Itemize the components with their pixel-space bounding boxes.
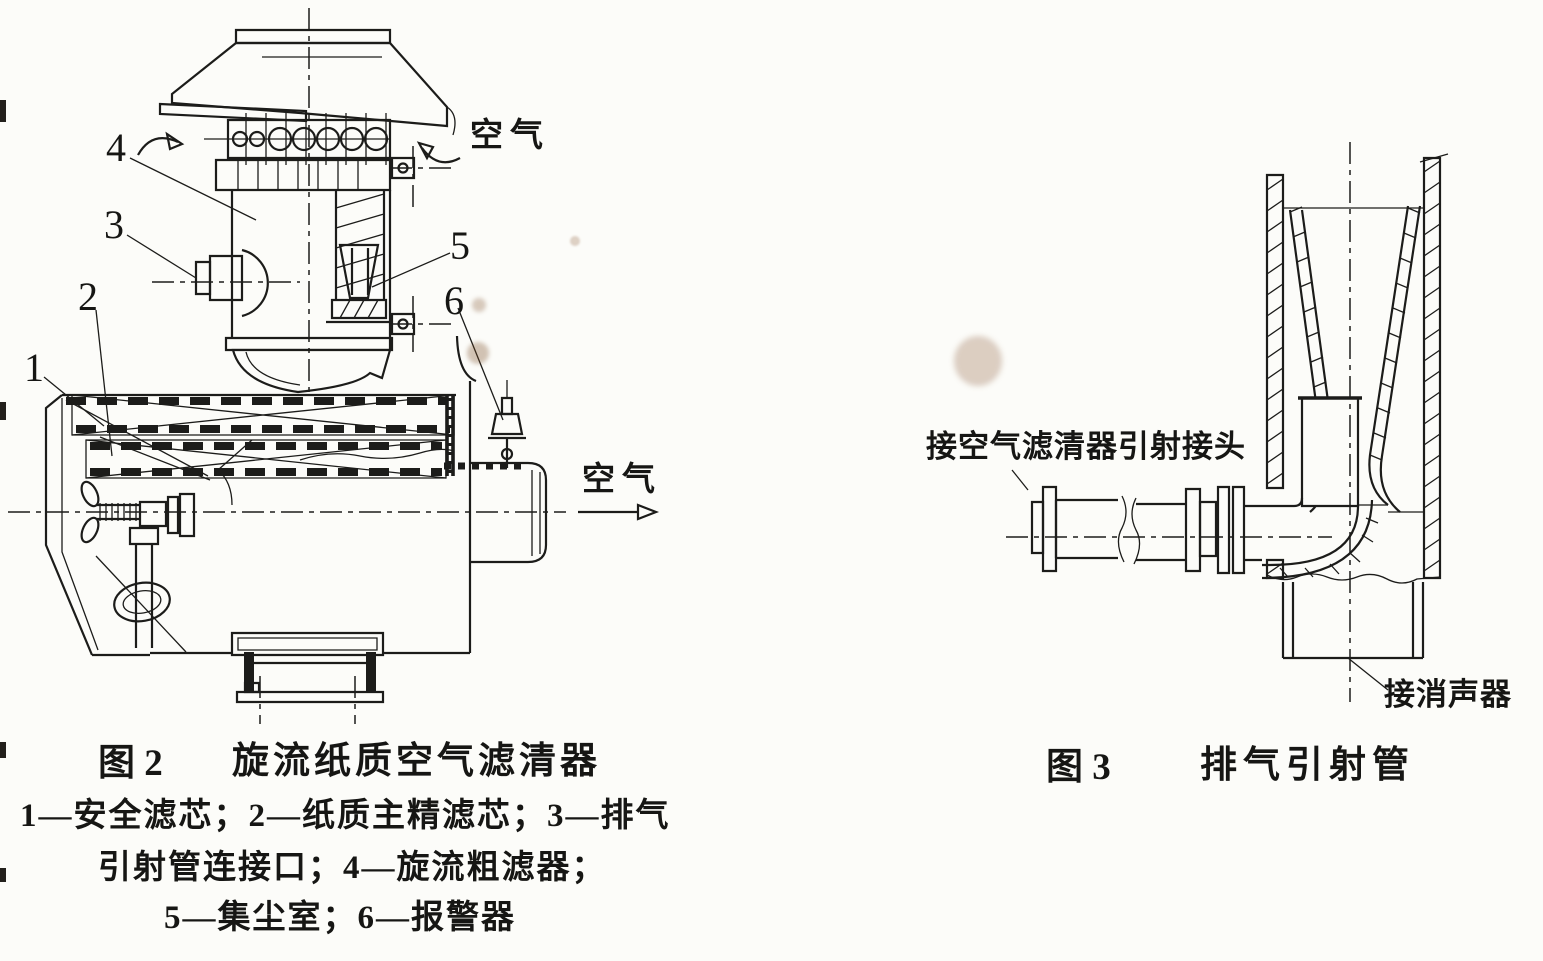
figure3-outlet-label: 接消声器	[1384, 677, 1512, 712]
scan-edge-mark	[0, 742, 6, 758]
figure2-legend-line-3: 5—集尘室；6—报警器	[164, 900, 516, 936]
figure3-centerlines	[1006, 142, 1350, 702]
figure2-clamp-bolts	[390, 146, 456, 352]
callout-4: 4	[106, 125, 126, 170]
figure3-ejector-pipe-walls	[1267, 154, 1448, 578]
figure3-muffler-section	[1267, 574, 1440, 658]
figure3-leader-lines	[1012, 470, 1388, 690]
figure3-drawing	[920, 130, 1543, 740]
air-flow-arrows	[138, 134, 656, 519]
figure2-dust-unloader	[111, 528, 173, 648]
figure2-main-cylinder	[232, 190, 392, 350]
figure2-cyclone-band	[204, 113, 390, 165]
figure2-centerlines	[8, 8, 566, 512]
figure2-wing-nut	[78, 479, 194, 544]
figure2-legend-line-2: 引射管连接口；4—旋流粗滤器；	[98, 850, 607, 886]
figure3-title: 排气引射管	[1200, 745, 1415, 786]
figure2-legend-line-1: 1—安全滤芯；2—纸质主精滤芯；3—排气	[20, 798, 671, 834]
figure3-number: 图 3	[1046, 747, 1111, 788]
callout-5: 5	[450, 223, 470, 268]
figure3-hose-assembly	[1032, 487, 1262, 573]
figure2-alarm-device	[488, 380, 526, 468]
scan-edge-mark	[0, 402, 6, 420]
figure2-ejector-port	[152, 250, 300, 316]
scan-edge-mark	[0, 868, 6, 882]
callout-2: 2	[78, 274, 98, 319]
figure3-inlet-label: 接空气滤清器引射接头	[926, 429, 1246, 464]
figure3-elbow-nozzle	[1262, 398, 1378, 578]
air-inlet-label: 空气	[470, 118, 550, 154]
figure2-drawing	[0, 0, 700, 740]
callout-3: 3	[104, 202, 124, 247]
figure2-number: 图 2	[98, 743, 163, 784]
figure2-upper-flange	[216, 160, 390, 190]
figure2-filter-cartridges	[66, 395, 454, 505]
callout-6: 6	[444, 278, 464, 323]
callout-1: 1	[24, 345, 44, 390]
scan-edge-mark	[0, 100, 6, 122]
figure2-title: 旋流纸质空气滤清器	[232, 741, 601, 782]
figure2-lower-flange-bell	[226, 338, 392, 392]
figure2-mounting-bracket	[232, 633, 383, 724]
air-outlet-label: 空气	[582, 462, 662, 498]
figure2-leader-lines	[44, 158, 503, 456]
